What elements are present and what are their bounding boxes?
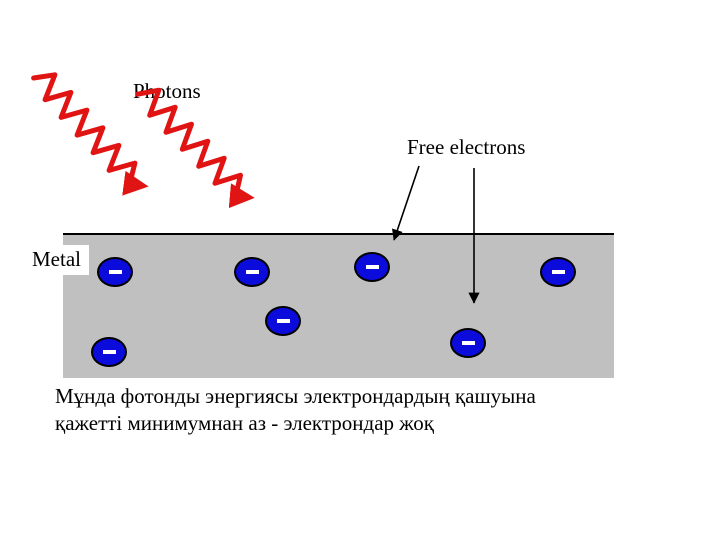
free-electron-pointer-arrow <box>392 165 420 241</box>
minus-sign: - <box>108 270 122 274</box>
minus-sign: - <box>276 319 290 323</box>
minus-sign: - <box>365 265 379 269</box>
minus-sign: - <box>245 270 259 274</box>
photons-label: Photons <box>133 79 201 103</box>
photon-wave-arrow <box>135 87 255 209</box>
electron: - <box>97 257 133 287</box>
free-electrons-label: Free electrons <box>407 135 526 159</box>
electron: - <box>354 252 390 282</box>
metal-label: Metal <box>24 245 89 276</box>
minus-sign: - <box>551 270 565 274</box>
minus-sign: - <box>461 341 475 345</box>
electron: - <box>540 257 576 287</box>
caption-line-2: қажетті минимумнан аз - электрондар жоқ <box>55 411 434 436</box>
caption: Мұнда фотонды энергиясы электрондардың қ… <box>55 383 655 438</box>
metal-block <box>63 233 614 378</box>
electron: - <box>234 257 270 287</box>
electron: - <box>91 337 127 367</box>
photon-wave-arrow <box>31 72 149 196</box>
caption-line-1: Мұнда фотонды энергиясы электрондардың қ… <box>55 384 536 408</box>
minus-sign: - <box>102 350 116 354</box>
electron: - <box>265 306 301 336</box>
electron: - <box>450 328 486 358</box>
